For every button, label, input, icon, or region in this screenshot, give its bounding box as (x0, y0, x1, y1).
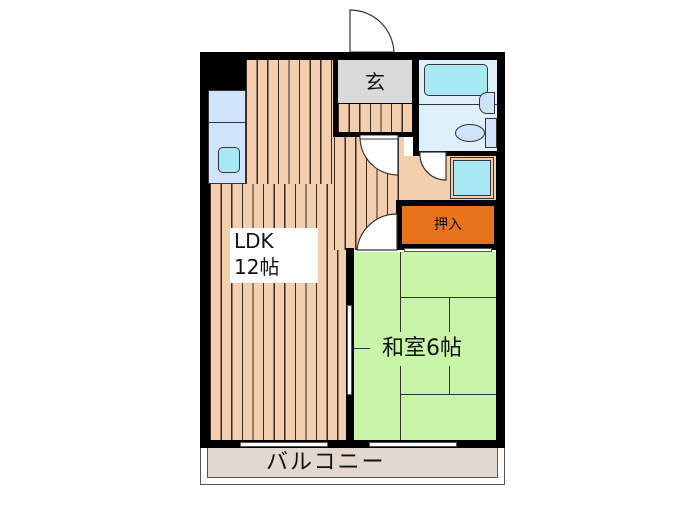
entrance-door-icon (349, 9, 395, 56)
outer-wall-bottom (200, 440, 505, 448)
balcony-floor: バルコニー (207, 448, 498, 478)
oshiire-label: 押入 (434, 217, 462, 233)
kitchen-counter (208, 90, 246, 184)
washbasin-icon (479, 92, 495, 114)
ldk-window[interactable] (240, 442, 328, 447)
ldk-size: 12帖 (234, 255, 280, 279)
ldk-floor (246, 60, 334, 190)
sink-icon (218, 147, 240, 173)
unit-bath (419, 60, 497, 151)
balcony-label: バルコニー (266, 449, 386, 475)
washitsu-label-box: 和室6帖 (370, 332, 474, 366)
bath-door-icon (419, 151, 447, 181)
hall-door-icon (359, 135, 399, 176)
toilet-tank-icon (485, 118, 497, 148)
oshiire-sliding-door[interactable] (404, 248, 492, 252)
ldk-floor-lower (210, 184, 346, 440)
outer-wall-left (200, 52, 210, 448)
outer-wall-right (496, 52, 505, 448)
bathtub-icon (424, 64, 488, 96)
washitsu-door-icon (356, 213, 398, 251)
toilet-icon (455, 124, 485, 142)
genkan-room: 玄 (338, 60, 412, 103)
pipe-shaft (200, 52, 248, 90)
ldk-name: LDK (234, 229, 274, 253)
ldk-label-box: LDK 12帖 (230, 228, 318, 283)
washing-machine-icon (450, 157, 494, 199)
washitsu-label: 和室6帖 (382, 336, 462, 361)
sliding-door-ldk-washitsu[interactable] (347, 305, 352, 395)
genkan-label: 玄 (365, 69, 385, 94)
washitsu-window[interactable] (369, 442, 457, 447)
oshiire-room: 押入 (402, 206, 494, 244)
genkan-step (338, 104, 412, 132)
washitsu-room: 和室6帖 (354, 252, 496, 440)
